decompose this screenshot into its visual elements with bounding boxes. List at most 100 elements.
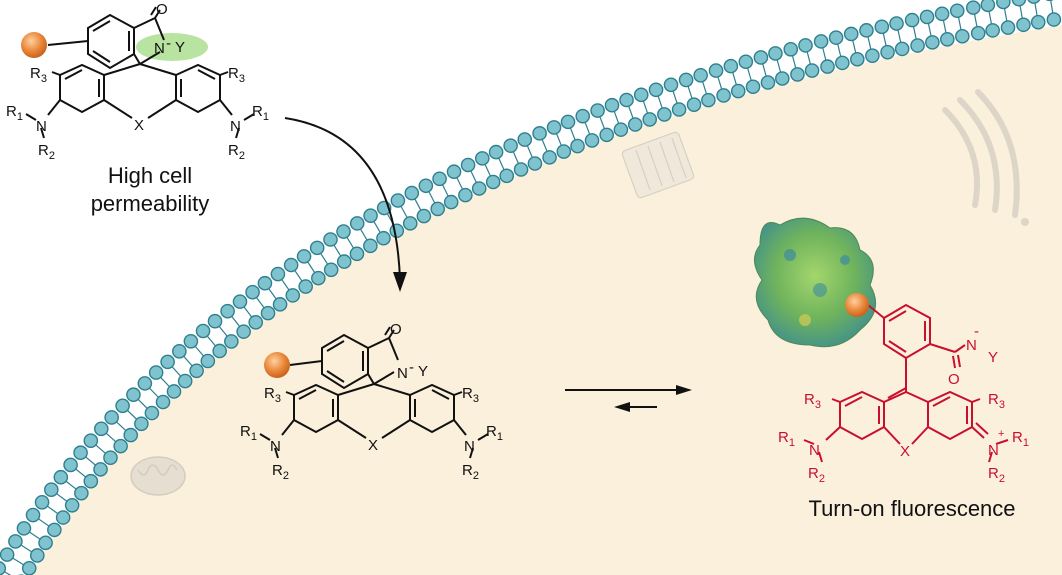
lipid-head xyxy=(701,92,716,108)
bond-dash: - xyxy=(166,35,171,52)
lipid-head xyxy=(53,469,69,485)
lipid-head xyxy=(236,324,251,339)
lipid-head xyxy=(245,284,260,300)
lipid-head xyxy=(790,67,805,82)
lipid-head xyxy=(446,164,462,180)
lipid-head xyxy=(542,150,557,165)
lipid-head xyxy=(63,457,78,473)
lipid-head xyxy=(686,97,702,112)
lipid-head xyxy=(716,88,731,103)
atom-x: X xyxy=(368,437,378,454)
fluorescence-label: Turn-on fluorescence xyxy=(808,496,1016,521)
lipid-head xyxy=(93,421,109,437)
lipid-head xyxy=(980,0,996,13)
lipid-head xyxy=(1000,20,1016,35)
lipid-head xyxy=(730,83,746,99)
permeability-label: High cell permeability xyxy=(70,162,230,218)
lipid-head xyxy=(671,102,687,117)
cell-entry-arrowhead xyxy=(393,272,407,292)
lipid-head xyxy=(432,171,447,187)
molecule-open-fluorescent xyxy=(803,303,1009,463)
lipid-head xyxy=(160,354,175,370)
lipid-head xyxy=(195,323,211,339)
lipid-head xyxy=(955,28,970,44)
lipid-head xyxy=(458,187,473,203)
lipid-head xyxy=(894,41,910,57)
lipid-head xyxy=(556,144,572,159)
atom-nitrogen: N xyxy=(397,365,408,382)
lipid-head xyxy=(323,232,338,247)
lipid-head xyxy=(575,108,591,124)
atom-y: Y xyxy=(175,39,185,56)
atom-nitrogen: N xyxy=(966,337,977,354)
lipid-head xyxy=(296,249,312,264)
highlight-amide-ellipse xyxy=(136,33,208,61)
lipid-head xyxy=(21,560,37,575)
lipid-head xyxy=(363,238,378,254)
lipid-head xyxy=(859,23,874,38)
lipid-head xyxy=(753,50,769,65)
molecule-closed-outside xyxy=(25,6,255,139)
lipid-head xyxy=(570,138,585,154)
atom-nitrogen-left: N xyxy=(809,442,820,459)
substituent-r3-right: R3 xyxy=(462,385,479,405)
lipid-head xyxy=(663,77,679,93)
lipid-head xyxy=(16,521,32,536)
lipid-head xyxy=(64,497,80,513)
permeability-label-line2: permeability xyxy=(90,191,210,216)
lipid-head xyxy=(517,132,533,147)
molecule-open-fluorescent-atoms: N - Y O X R3 R3 N N + R1 R1 R2 R2 xyxy=(778,323,1029,485)
substituent-r3-right: R3 xyxy=(988,391,1005,411)
lipid-head xyxy=(443,194,459,210)
mitochondrion-icon xyxy=(130,456,186,496)
lipid-head xyxy=(38,535,53,551)
lipid-head xyxy=(1046,12,1062,27)
lipid-head xyxy=(843,26,859,42)
lipid-head xyxy=(257,275,273,291)
lipid-head xyxy=(55,510,71,525)
lipid-head xyxy=(402,216,418,231)
lipid-head xyxy=(820,59,835,74)
atom-oxygen: O xyxy=(390,321,402,338)
lipid-head xyxy=(260,305,276,321)
lipid-head xyxy=(880,44,895,60)
lipid-head xyxy=(919,9,935,25)
substituent-r1-left: R1 xyxy=(778,429,795,449)
lipid-head xyxy=(925,35,940,50)
lipid-head xyxy=(83,433,99,448)
lipid-head xyxy=(775,71,790,86)
cell-entry-arrow xyxy=(284,117,401,281)
lipid-head xyxy=(996,0,1011,10)
atom-nitrogen-left: N xyxy=(270,438,281,455)
lipid-head xyxy=(949,3,965,19)
lipid-head xyxy=(678,72,694,88)
lipid-head xyxy=(74,485,89,501)
lipid-head xyxy=(633,87,649,103)
lipid-head xyxy=(104,410,119,425)
lipid-head xyxy=(0,547,15,562)
lipid-head xyxy=(349,246,365,262)
lipid-head xyxy=(137,376,153,391)
lipid-head xyxy=(311,270,326,286)
lipid-head xyxy=(232,294,248,309)
atom-nitrogen-right: N xyxy=(230,118,241,135)
lipid-head xyxy=(336,224,351,239)
lipid-head xyxy=(323,262,339,278)
atom-y: Y xyxy=(418,363,428,380)
substituent-r2-right: R2 xyxy=(988,465,1005,485)
lipid-head xyxy=(828,30,844,45)
lipid-head xyxy=(248,315,264,330)
atom-y: Y xyxy=(988,349,998,366)
lipid-head xyxy=(336,254,352,269)
lipid-head xyxy=(34,495,50,510)
lipid-head xyxy=(0,561,7,575)
lipid-head xyxy=(590,103,605,118)
lipid-head xyxy=(126,387,141,403)
lipid-head xyxy=(599,127,615,143)
lipid-head xyxy=(389,223,405,239)
lipid-head xyxy=(889,16,904,31)
molecule-closed-outside-atoms: O N - Y X R3 R3 N N R1 R1 R2 R2 xyxy=(6,1,269,162)
lipid-head xyxy=(189,363,204,379)
